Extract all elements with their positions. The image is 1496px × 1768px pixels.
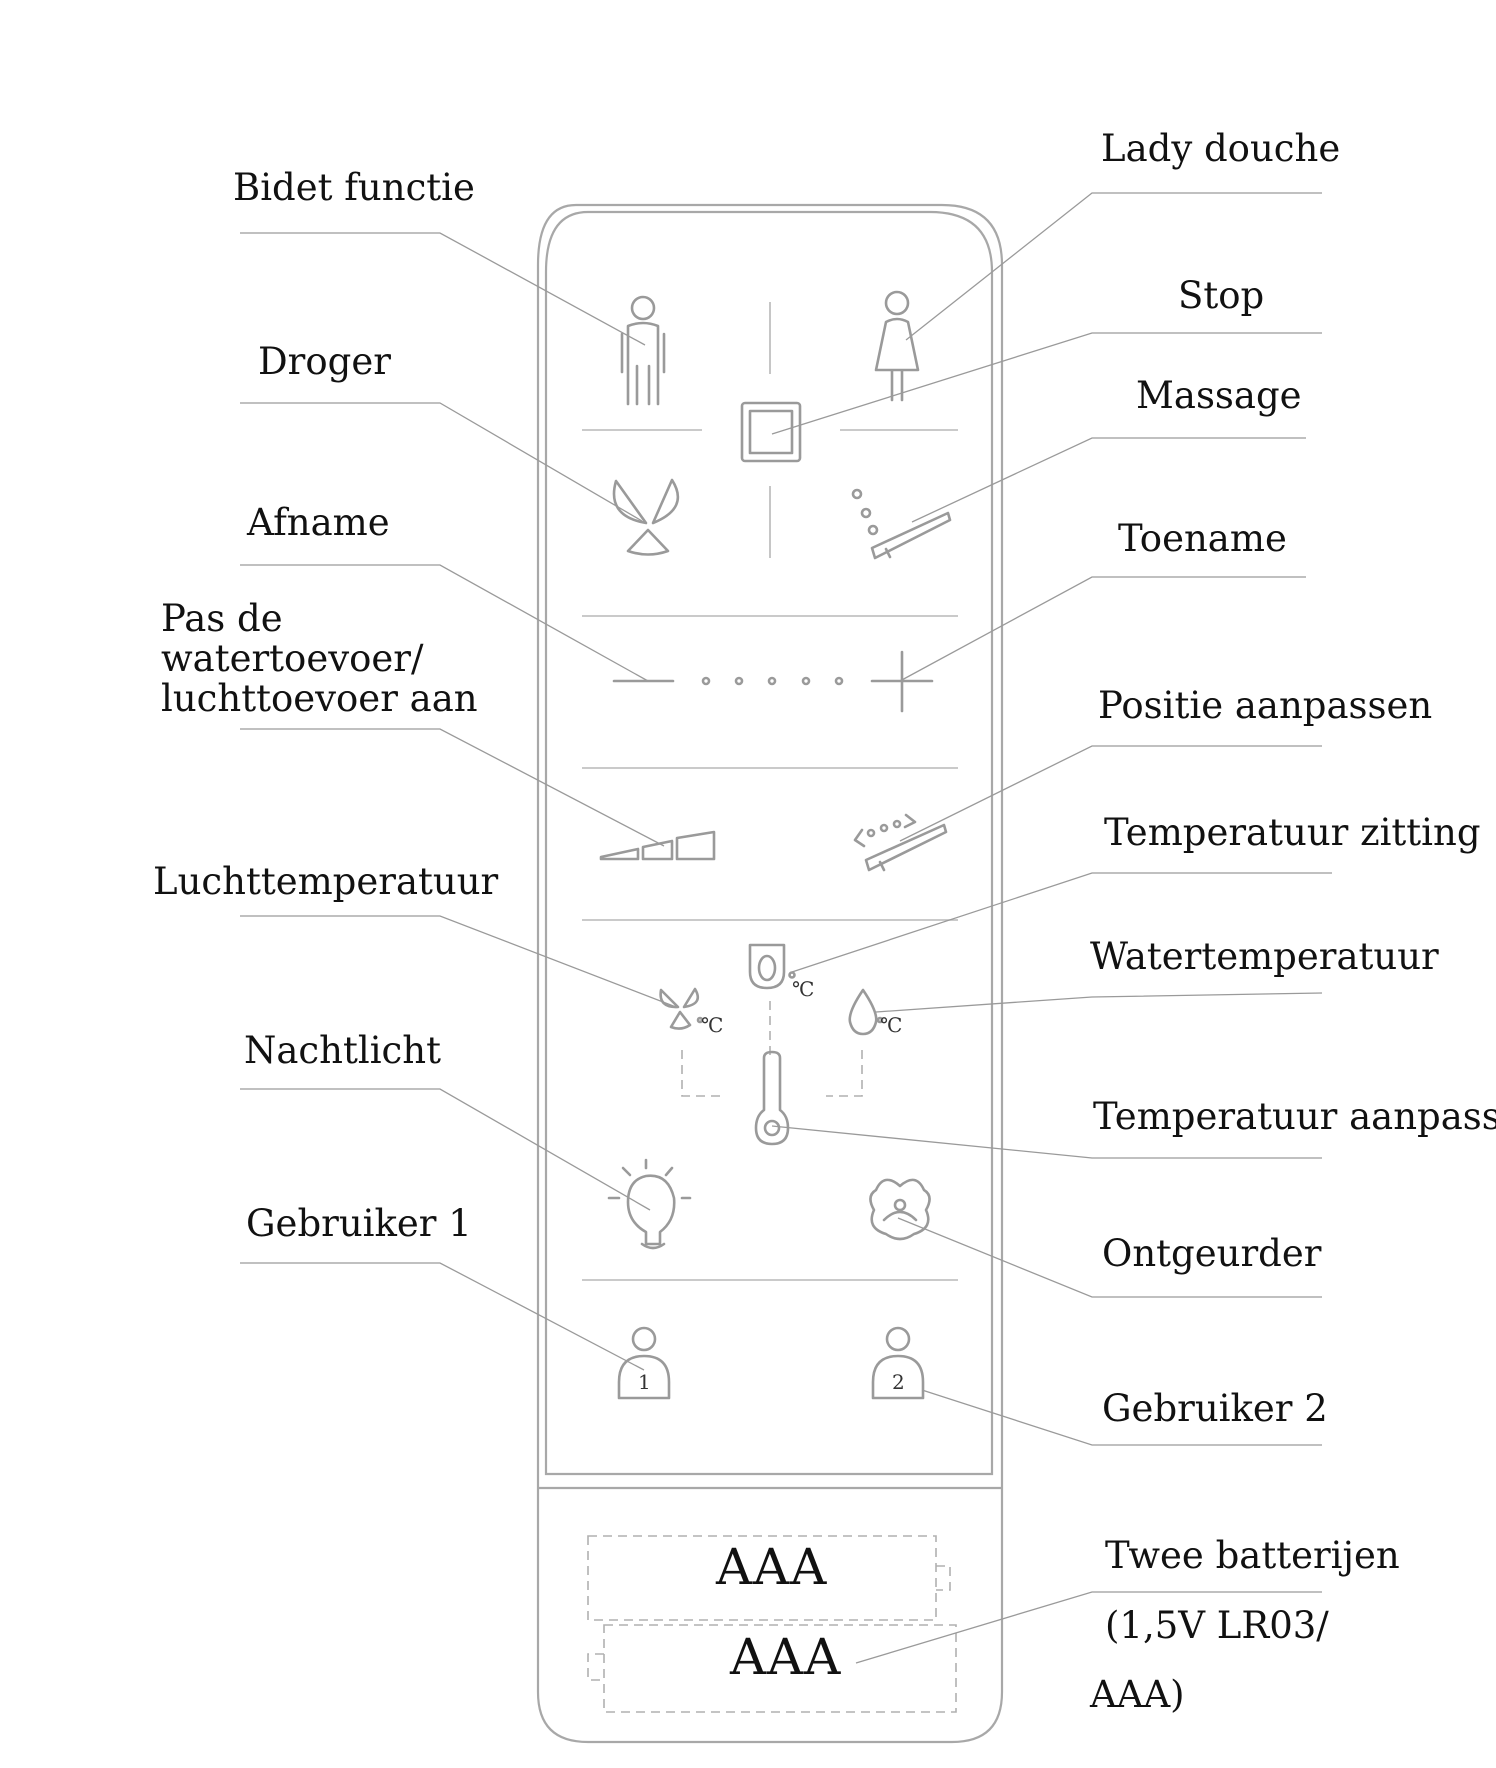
flower-deodorizer-icon[interactable]	[869, 1178, 931, 1241]
leader-lines	[240, 192, 1332, 1664]
user-2-icon[interactable]	[871, 1326, 925, 1400]
label-temperatuur-aanpassen: Temperatuur aanpassen	[1093, 1095, 1496, 1138]
label-positie-aanpassen: Positie aanpassen	[1098, 684, 1433, 727]
battery-1-label: AAA	[716, 1538, 828, 1596]
seat-temperature-icon[interactable]	[748, 943, 796, 990]
massage-nozzle-icon[interactable]	[851, 488, 952, 560]
water-temp-unit: ℃	[880, 1013, 902, 1037]
label-pas-line1: Pas de	[161, 597, 283, 640]
woman-icon[interactable]	[874, 290, 920, 402]
label-gebruiker-2: Gebruiker 2	[1102, 1387, 1328, 1430]
man-icon[interactable]	[620, 295, 666, 406]
user-1-icon[interactable]	[617, 1326, 671, 1400]
plus-icon[interactable]	[870, 650, 934, 713]
fan-icon[interactable]	[612, 478, 680, 556]
label-toename: Toename	[1118, 517, 1287, 560]
water-drop-temperature-icon[interactable]	[848, 988, 884, 1036]
label-batterij-aaa: AAA)	[1090, 1673, 1185, 1716]
temperature-bracket	[681, 1001, 863, 1097]
label-batterij-type: (1,5V LR03/	[1105, 1604, 1329, 1647]
thermometer-icon[interactable]	[754, 1050, 790, 1146]
label-watertemperatuur: Watertemperatuur	[1090, 935, 1439, 978]
label-lady-douche: Lady douche	[1101, 127, 1341, 170]
battery-icon	[587, 1535, 957, 1713]
air-temp-unit: ℃	[701, 1013, 723, 1037]
stop-square-icon[interactable]	[740, 401, 802, 463]
air-temperature-icon[interactable]	[659, 987, 704, 1030]
label-droger: Droger	[258, 340, 391, 383]
label-temperatuur-zitting: Temperatuur zitting	[1104, 811, 1481, 854]
flow-level-icon[interactable]	[599, 830, 716, 861]
label-luchttemperatuur: Luchttemperatuur	[153, 860, 499, 903]
label-ontgeurder: Ontgeurder	[1102, 1232, 1322, 1275]
label-afname: Afname	[247, 501, 390, 544]
label-bidet-functie: Bidet functie	[233, 166, 475, 209]
label-stop: Stop	[1178, 274, 1265, 317]
lightbulb-icon[interactable]	[607, 1158, 692, 1250]
label-twee-batterijen: Twee batterijen	[1105, 1534, 1400, 1577]
nozzle-position-icon[interactable]	[853, 813, 948, 872]
label-pas-line2: watertoevoer/	[161, 637, 424, 680]
user-2-number: 2	[892, 1370, 905, 1394]
label-massage: Massage	[1136, 374, 1302, 417]
seat-temp-unit: ℃	[792, 977, 814, 1001]
remote-body	[536, 203, 1004, 1744]
label-gebruiker-1: Gebruiker 1	[246, 1202, 472, 1245]
battery-2-label: AAA	[730, 1628, 842, 1686]
panel-separators	[582, 302, 958, 1281]
level-dots	[701, 676, 844, 686]
label-nachtlicht: Nachtlicht	[244, 1029, 441, 1072]
user-1-number: 1	[638, 1370, 651, 1394]
label-pas-line3: luchttoevoer aan	[161, 677, 478, 720]
